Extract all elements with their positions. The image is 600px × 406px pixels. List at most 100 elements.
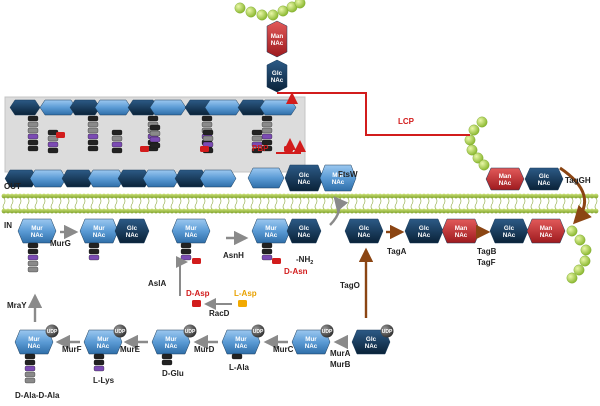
cell-membrane xyxy=(1,193,599,214)
bottom-strand-mur-1 xyxy=(29,169,67,188)
bottom-strand-mur-5 xyxy=(142,169,180,188)
svg-text:Mur: Mur xyxy=(235,336,247,343)
ftsw-label: FtsW xyxy=(338,170,358,179)
stem-c2 xyxy=(93,353,105,372)
svg-text:NAc: NAc xyxy=(418,232,431,239)
stem-c1 xyxy=(24,353,36,384)
svg-text:NAc: NAc xyxy=(31,232,44,239)
stem-in-4 xyxy=(261,242,273,261)
d-ala-d-ala-label: D-Ala-D-Ala xyxy=(15,391,60,400)
d-asp-box xyxy=(192,300,201,307)
svg-text:NAc: NAc xyxy=(271,40,284,47)
top-strand-mur-5 xyxy=(149,99,187,116)
racd-label: RacD xyxy=(209,309,230,318)
top-strand-mur-1 xyxy=(39,99,77,116)
svg-text:NAc: NAc xyxy=(271,77,284,84)
top-stem-1 xyxy=(87,115,99,152)
svg-text:NAc: NAc xyxy=(97,343,110,350)
taga-label: TagA xyxy=(387,247,407,256)
svg-text:Glc: Glc xyxy=(419,225,430,232)
svg-text:NAc: NAc xyxy=(358,232,371,239)
top-strand-mur-3 xyxy=(94,99,132,116)
asla-label: AslA xyxy=(148,279,166,288)
svg-text:Glc: Glc xyxy=(539,173,550,180)
bottom-strand-mur-3 xyxy=(87,169,125,188)
svg-text:NAc: NAc xyxy=(165,343,178,350)
taggh-arrow xyxy=(559,166,592,225)
udp-icon-3: UDP xyxy=(251,324,265,338)
svg-text:NAc: NAc xyxy=(93,232,106,239)
bottom-strand-glc-6 xyxy=(174,169,208,188)
svg-text:NAc: NAc xyxy=(503,232,516,239)
svg-text:NAc: NAc xyxy=(298,232,311,239)
l-asp-label: L-Asp xyxy=(234,289,257,298)
udp-icon-1: UDP xyxy=(113,324,127,338)
mid-stem-1 xyxy=(111,129,123,154)
bottom-strand-glc-0 xyxy=(4,169,38,188)
svg-text:UDP: UDP xyxy=(322,329,333,335)
svg-text:NAc: NAc xyxy=(455,232,468,239)
svg-text:NAc: NAc xyxy=(185,232,198,239)
amide-box-2 xyxy=(200,146,209,152)
svg-text:NAc: NAc xyxy=(265,232,278,239)
tagf-label: TagF xyxy=(477,258,496,267)
murg-label: MurG xyxy=(50,239,71,248)
mura-label: MurA xyxy=(330,349,351,358)
svg-text:NAc: NAc xyxy=(499,180,512,187)
stem-c4 xyxy=(231,353,243,360)
mid-stem-2 xyxy=(149,124,161,149)
mure-label: MurE xyxy=(120,345,141,354)
svg-text:Man: Man xyxy=(455,225,468,232)
bead-chain-right-lower xyxy=(566,225,592,284)
taggh-label: TagGH xyxy=(565,176,591,185)
svg-text:UDP: UDP xyxy=(47,329,58,335)
top-strand-mur-9 xyxy=(259,99,297,116)
murf-label: MurF xyxy=(62,345,82,354)
svg-text:Glc: Glc xyxy=(299,225,310,232)
svg-text:NAc: NAc xyxy=(538,180,551,187)
stem-in-3 xyxy=(180,242,192,261)
stem-c3 xyxy=(161,353,173,366)
svg-text:Mur: Mur xyxy=(97,336,109,343)
svg-text:UDP: UDP xyxy=(115,329,126,335)
stem-in-2 xyxy=(88,242,100,261)
top-strand-mur-7 xyxy=(204,99,242,116)
asla-arrow xyxy=(176,256,188,296)
svg-text:NAc: NAc xyxy=(235,343,248,350)
svg-text:Man: Man xyxy=(540,225,553,232)
out-label: OUT xyxy=(4,182,21,191)
lcp-label: LCP xyxy=(398,117,415,126)
bottom-strand-mur-7 xyxy=(199,169,237,188)
svg-text:NAc: NAc xyxy=(126,232,139,239)
tago-label: TagO xyxy=(340,281,360,290)
svg-text:Mur: Mur xyxy=(93,225,105,232)
svg-text:Man: Man xyxy=(271,33,284,40)
l-ala-label: L-Ala xyxy=(229,363,250,372)
udp-icon-2: UDP xyxy=(183,324,197,338)
lcp-line xyxy=(277,92,470,136)
bottom-strand-glc-2 xyxy=(61,169,95,188)
mid-stem-4 xyxy=(251,129,263,154)
pbp-arrow xyxy=(276,140,306,154)
top-stem-4 xyxy=(261,115,273,152)
amide-box-4 xyxy=(192,258,201,264)
svg-text:NAc: NAc xyxy=(305,343,318,350)
top-strand-glc-2 xyxy=(69,99,101,116)
murd-label: MurD xyxy=(194,345,215,354)
svg-text:Mur: Mur xyxy=(332,172,344,179)
asnh-label: AsnH xyxy=(223,251,244,260)
amide-box-0 xyxy=(56,132,65,138)
